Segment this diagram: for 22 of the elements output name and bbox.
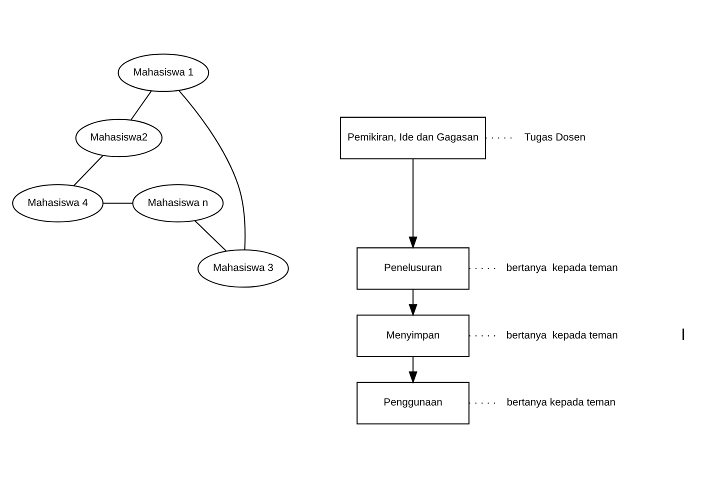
node-ellipse: Mahasiswa 4 [12, 184, 104, 222]
arrow [408, 158, 418, 250]
node-box: Pemikiran, Ide dan Gagasan [340, 116, 486, 160]
connector [74, 155, 104, 186]
node-box: Menyimpan [356, 314, 470, 358]
node-text: bertanya kepada teman [506, 330, 618, 342]
arrow [408, 289, 418, 317]
connector [103, 202, 133, 204]
label: I [681, 324, 686, 344]
node-box: Penggunaan [356, 382, 470, 424]
arrow [408, 356, 418, 384]
node-box: Penelusuran [356, 247, 470, 290]
node-ellipse: Mahasiswa2 [75, 118, 162, 158]
node-ellipse: Mahasiswa n [132, 184, 224, 222]
node-text: bertanya kepada teman [506, 398, 616, 409]
node-ellipse: Mahasiswa 1 [118, 54, 210, 92]
connector [178, 90, 246, 250]
node-ellipse: Mahasiswa 3 [198, 249, 289, 288]
node-text: Tugas Dosen [524, 132, 586, 144]
connector [130, 90, 152, 120]
connector [194, 220, 227, 252]
node-text: bertanya kepada teman [506, 263, 618, 274]
